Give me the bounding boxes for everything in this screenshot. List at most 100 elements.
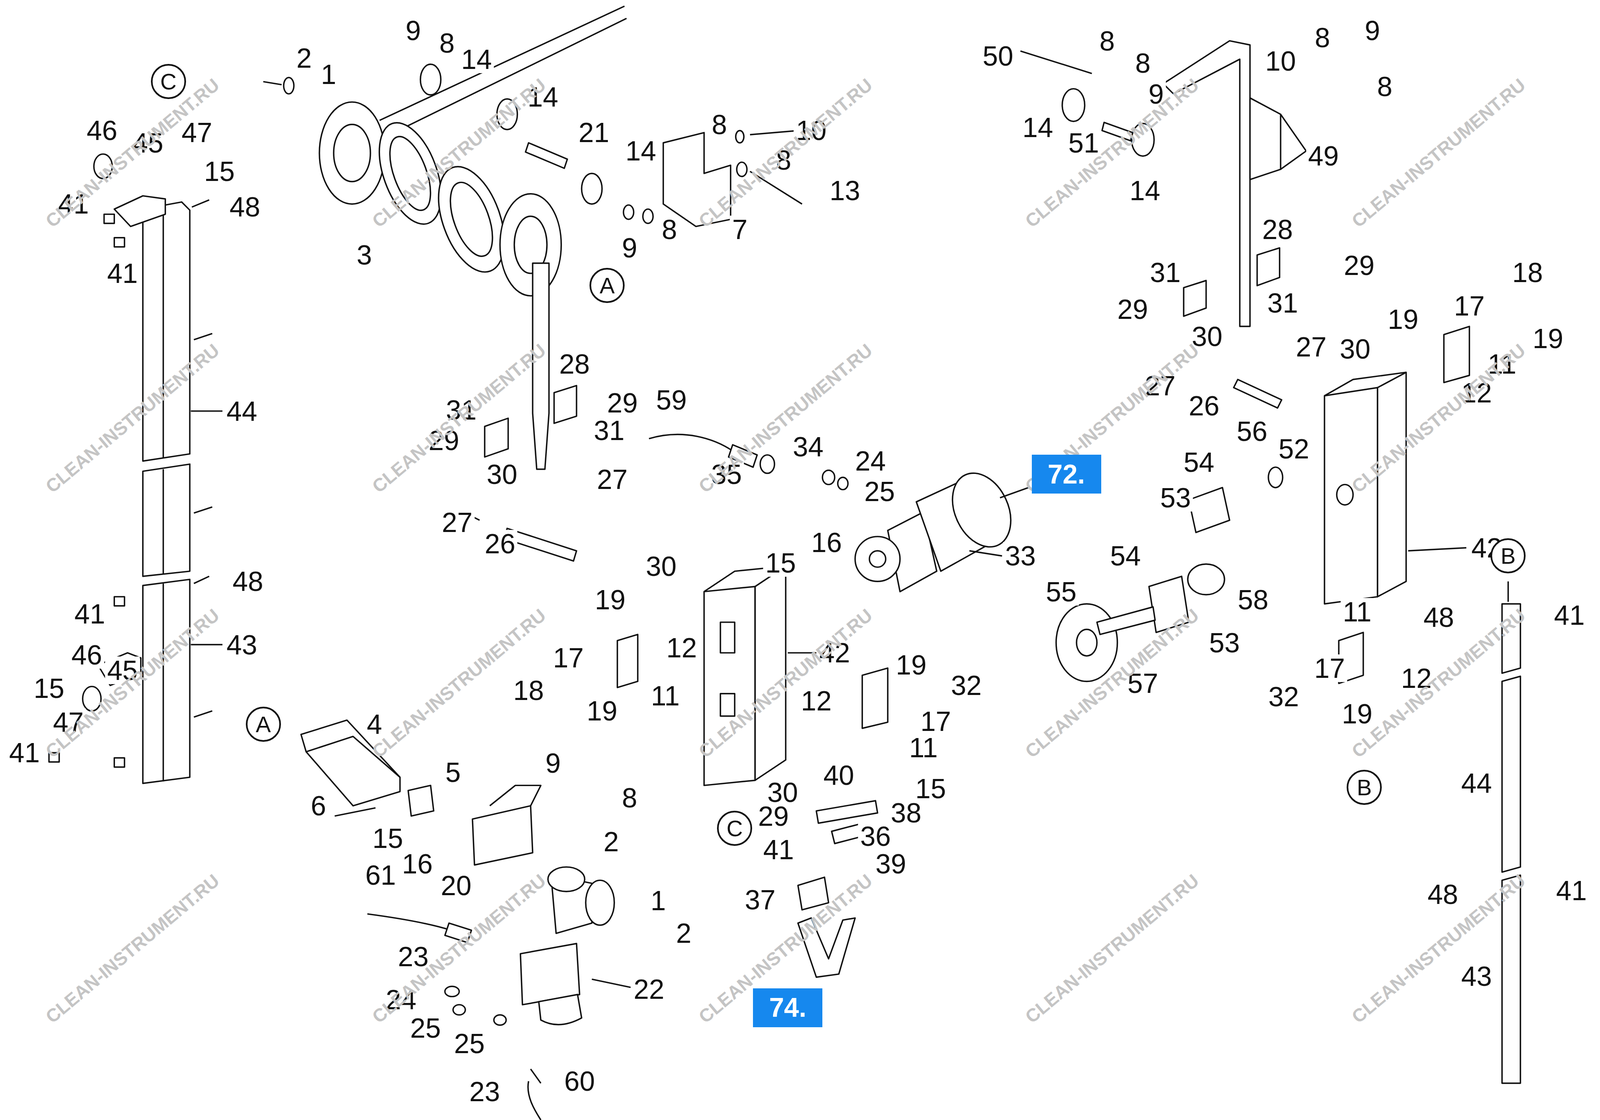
callout-number: 15 bbox=[762, 549, 798, 577]
callout-number: 2 bbox=[673, 919, 694, 948]
callout-number: 37 bbox=[742, 886, 778, 914]
callout-number: 17 bbox=[551, 644, 586, 672]
callout-number: 52 bbox=[1276, 435, 1312, 463]
belt-drive-shape bbox=[623, 205, 634, 220]
reference-letter: B bbox=[1500, 544, 1516, 568]
callout-number: 19 bbox=[592, 586, 628, 614]
callout-number: 41 bbox=[72, 600, 108, 628]
reference-circle: B bbox=[1346, 770, 1382, 806]
callout-number: 10 bbox=[1263, 47, 1298, 75]
callout-number: 11 bbox=[1340, 598, 1374, 626]
belt-drive bbox=[263, 6, 803, 470]
right-frame-shape bbox=[1056, 604, 1118, 682]
callout-number: 41 bbox=[7, 739, 42, 767]
callout-number: 28 bbox=[1260, 215, 1295, 244]
right-frame-shape bbox=[1324, 372, 1407, 396]
callout-number: 9 bbox=[403, 16, 424, 45]
callout-number: 27 bbox=[594, 465, 630, 494]
callout-number: 20 bbox=[438, 872, 474, 900]
callout-number: 19 bbox=[1530, 324, 1566, 353]
callout-number: 27 bbox=[1293, 333, 1329, 361]
callout-number: 31 bbox=[591, 416, 627, 445]
callout-number: 32 bbox=[1266, 683, 1302, 711]
callout-number: 47 bbox=[179, 118, 215, 147]
callout-number: 17 bbox=[1451, 292, 1487, 320]
reference-circle: C bbox=[150, 63, 187, 100]
right-strap-shape bbox=[1020, 51, 1093, 74]
shaft-assembly-shape bbox=[453, 1005, 466, 1016]
left-column-shape bbox=[114, 237, 125, 248]
callout-number: 8 bbox=[709, 110, 730, 139]
callout-number: 30 bbox=[643, 552, 679, 581]
right-strap-shape bbox=[1280, 114, 1307, 170]
callout-number: 50 bbox=[980, 42, 1016, 70]
callout-number: 1 bbox=[318, 60, 339, 89]
belt-drive-shape bbox=[319, 102, 385, 205]
reference-letter: A bbox=[599, 274, 615, 297]
callout-number: 54 bbox=[1181, 448, 1217, 477]
shaft-assembly-shape bbox=[489, 785, 541, 807]
callout-number: 56 bbox=[1234, 417, 1270, 446]
callout-number: 58 bbox=[1235, 586, 1271, 614]
watermark: CLEAN-INSTRUMENT.RU bbox=[369, 340, 550, 497]
shaft-assembly-shape bbox=[548, 867, 585, 893]
reference-letter: C bbox=[726, 817, 743, 840]
reference-circle: B bbox=[1490, 538, 1526, 574]
callout-number: 29 bbox=[1341, 251, 1377, 280]
belt-drive-shape bbox=[735, 130, 745, 143]
callout-number: 9 bbox=[543, 749, 563, 778]
callout-number: 19 bbox=[1339, 700, 1375, 728]
reference-circle: C bbox=[717, 811, 753, 847]
callout-number: 9 bbox=[620, 234, 640, 262]
shaft-assembly-shape bbox=[334, 808, 376, 817]
callout-number: 19 bbox=[1385, 305, 1421, 334]
motor-shape bbox=[648, 434, 733, 452]
shaft-assembly-shape bbox=[592, 979, 631, 988]
right-frame-shape bbox=[1076, 629, 1098, 656]
belt-drive-shape bbox=[441, 176, 501, 262]
belt-drive-shape bbox=[263, 81, 282, 85]
callout-number: 51 bbox=[1066, 129, 1101, 157]
reference-tag: 74. bbox=[752, 988, 823, 1028]
watermark: CLEAN-INSTRUMENT.RU bbox=[1348, 340, 1529, 497]
callout-number: 7 bbox=[729, 215, 750, 244]
callout-number: 27 bbox=[439, 508, 475, 537]
motor-shape bbox=[822, 470, 835, 485]
belt-drive-shape bbox=[283, 77, 294, 95]
shaft-assembly-shape bbox=[538, 995, 582, 1026]
belt-drive-shape bbox=[333, 124, 371, 182]
callout-number: 2 bbox=[601, 828, 622, 856]
callout-number: 8 bbox=[620, 784, 640, 812]
shaft-assembly-shape bbox=[585, 880, 615, 926]
callout-number: 40 bbox=[821, 761, 857, 790]
right-strip-shape bbox=[1502, 875, 1521, 1084]
watermark: CLEAN-INSTRUMENT.RU bbox=[1022, 75, 1203, 231]
right-frame-shape bbox=[1377, 372, 1407, 598]
callout-number: 1 bbox=[648, 887, 669, 915]
right-strap-shape bbox=[1257, 247, 1280, 286]
callout-number: 30 bbox=[1337, 335, 1373, 363]
right-frame-shape bbox=[1444, 326, 1470, 383]
right-frame-shape bbox=[1187, 564, 1225, 595]
callout-number: 49 bbox=[1306, 142, 1341, 170]
belt-drive-shape bbox=[581, 173, 603, 205]
motor bbox=[648, 434, 1029, 593]
callout-number: 36 bbox=[857, 822, 893, 851]
callout-number: 31 bbox=[1148, 258, 1183, 287]
belt-drive-shape bbox=[420, 64, 442, 95]
callout-number: 21 bbox=[576, 118, 612, 147]
reference-circle: A bbox=[245, 706, 281, 743]
right-strap-shape bbox=[1062, 88, 1085, 122]
reference-number: 74. bbox=[769, 994, 807, 1022]
right-frame-shape bbox=[1188, 487, 1230, 533]
center-frame-shape bbox=[862, 668, 888, 729]
callout-number: 44 bbox=[1459, 769, 1494, 798]
lower-band-parts-shape bbox=[484, 418, 508, 458]
callout-number: 41 bbox=[761, 836, 797, 864]
callout-number: 29 bbox=[755, 802, 791, 831]
callout-number: 38 bbox=[888, 799, 924, 827]
center-frame-shape bbox=[720, 622, 735, 654]
left-column-shape bbox=[162, 206, 164, 459]
right-strip-shape bbox=[1502, 676, 1521, 873]
callout-number: 8 bbox=[1375, 72, 1395, 101]
